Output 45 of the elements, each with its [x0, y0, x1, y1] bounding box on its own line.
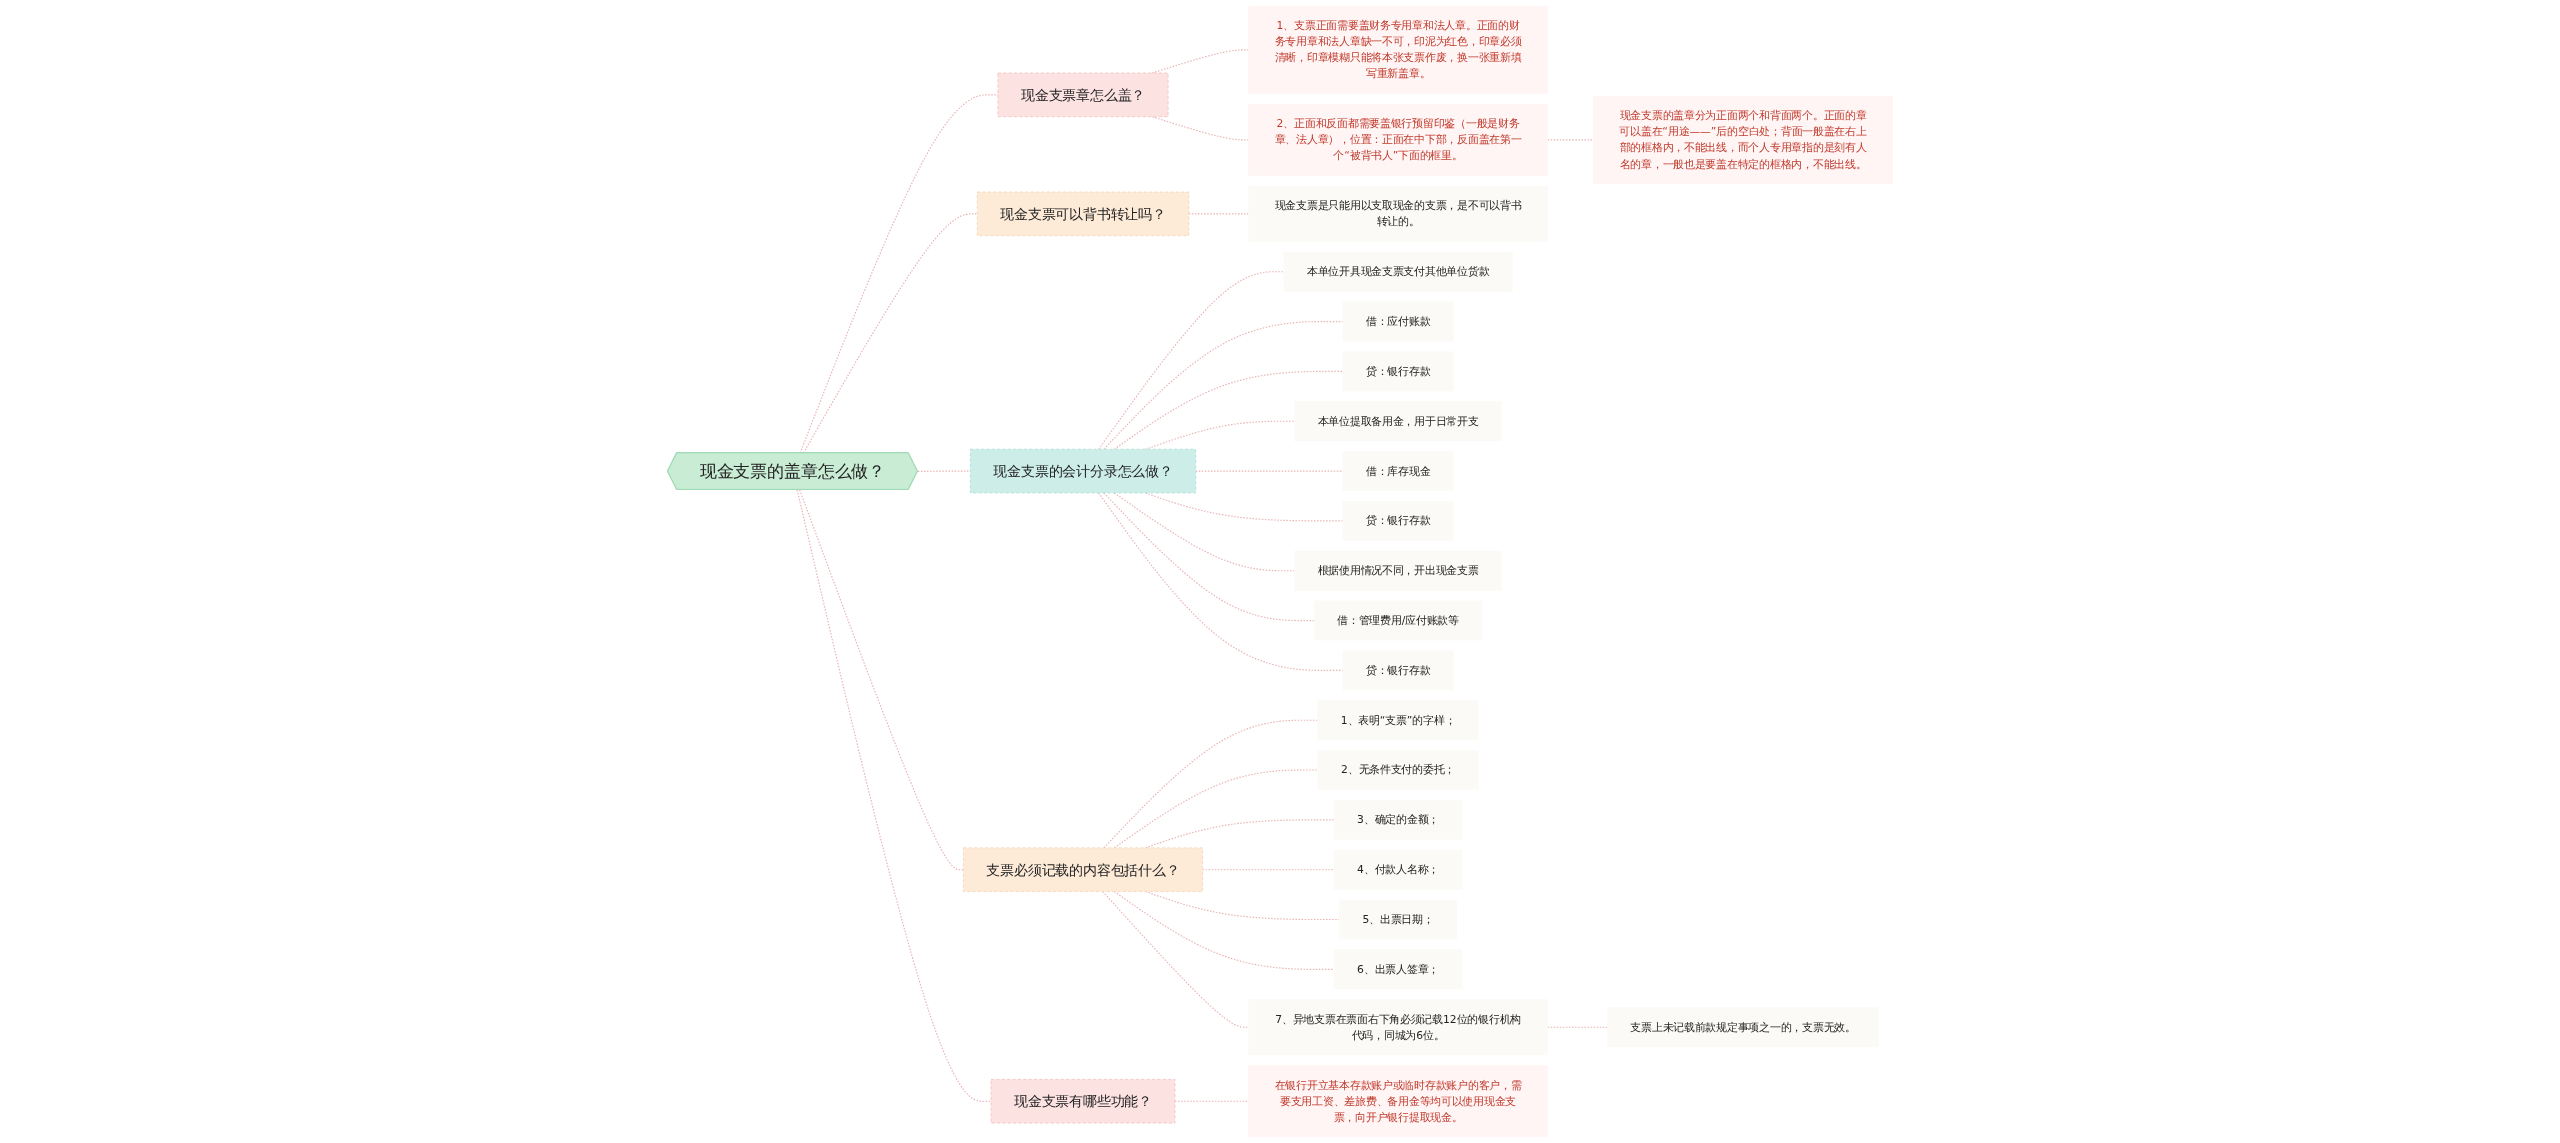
node-box: 2、无条件支付的委托；	[1317, 750, 1479, 790]
node-box: 现金支票章怎么盖？	[997, 72, 1169, 118]
connector	[1113, 769, 1319, 849]
connector	[796, 489, 992, 1102]
node-box: 3、确定的金额；	[1333, 799, 1463, 840]
node-box: 在银行开立基本存款账户或临时存款账户的客户，需要支用工资、差旅费、备用金等均可以使用现金支票，向开户银行提取现金。	[1248, 1065, 1548, 1138]
connector	[1547, 1026, 1608, 1028]
node-box: 7、异地支票在票面右下角必须记载12位的银行机构代码，同城为6位。	[1248, 999, 1548, 1056]
connector	[1113, 370, 1344, 450]
connector	[1103, 321, 1344, 450]
node-box: 6、出票人签章；	[1333, 949, 1463, 990]
node-box: 4、付款人名称；	[1333, 849, 1463, 890]
connector	[799, 94, 999, 454]
connector	[1098, 271, 1285, 450]
connector	[1547, 139, 1595, 141]
node-box: 借：库存现金	[1342, 451, 1454, 491]
connector	[1113, 891, 1335, 970]
node-box: 贷：银行存款	[1342, 351, 1454, 392]
node-box: 根据使用情况不同，开出现金支票	[1294, 550, 1502, 591]
connector	[1098, 492, 1344, 671]
node-box: 2、正面和反面都需要盖银行预留印鉴（一般是财务章、法人章），位置：正面在中下部，反面盖在第一个“被背书人”下面的框里。	[1248, 103, 1548, 176]
connector	[1195, 470, 1344, 472]
node-box: 本单位开具现金支票支付其他单位货款	[1283, 251, 1513, 292]
node-box: 贷：银行存款	[1342, 500, 1454, 541]
node-box: 支票必须记载的内容包括什么？	[963, 847, 1203, 892]
node-box: 现金支票是只能用以支取现金的支票，是不可以背书转让的。	[1248, 185, 1548, 242]
node-box: 5、出票日期；	[1339, 899, 1458, 940]
connector	[1202, 869, 1335, 871]
connector	[1102, 891, 1250, 1028]
node-box: 借：管理费用/应付账款等	[1313, 600, 1483, 641]
node-box: 1、表明“支票”的字样；	[1317, 700, 1479, 741]
connector	[802, 213, 978, 454]
node-box: 现金支票的会计分录怎么做？	[969, 448, 1197, 494]
connector	[1103, 492, 1315, 622]
node-box: 1、支票正面需要盖财务专用章和法人章。正面的财务专用章和法人章缺一不可，印泥为红色，印章必须清晰，印章模糊只能将本张支票作废，换一张重新填写重新盖章。	[1248, 5, 1548, 94]
connector	[1103, 719, 1319, 849]
connector	[917, 470, 971, 473]
node-box: 本单位提取备用金，用于日常开支	[1294, 401, 1502, 442]
node-box: 支票上未记载前款规定事项之一的，支票无效。	[1607, 1007, 1880, 1048]
node-box: 现金支票有哪些功能？	[990, 1079, 1176, 1124]
connector	[799, 489, 964, 871]
node-box: 贷：银行存款	[1342, 650, 1454, 691]
node-box: 现金支票可以背书转让吗？	[976, 191, 1190, 237]
node-box: 借：应付账款	[1342, 301, 1454, 342]
node-box: 现金支票的盖章分为正面两个和背面两个。正面的章可以盖在“用途——”后的空白处；背面一般盖在右上部的框格内，不能出线，而个人专用章指的是刻有人名的章，一般也是要盖在特定的框格内，不能出线。	[1593, 95, 1893, 184]
